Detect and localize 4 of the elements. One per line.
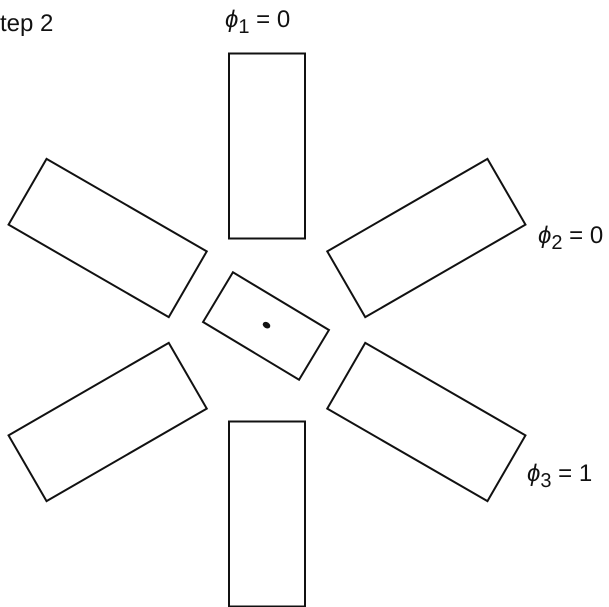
phase-label: ϕ$_{3}$ = 1 <box>527 462 592 491</box>
phase-label: ϕ$_{1}$ = 0 <box>225 8 290 37</box>
step-label: tep 2 <box>0 12 54 36</box>
phase-label: ϕ$_{2}$ = 0 <box>538 224 604 253</box>
